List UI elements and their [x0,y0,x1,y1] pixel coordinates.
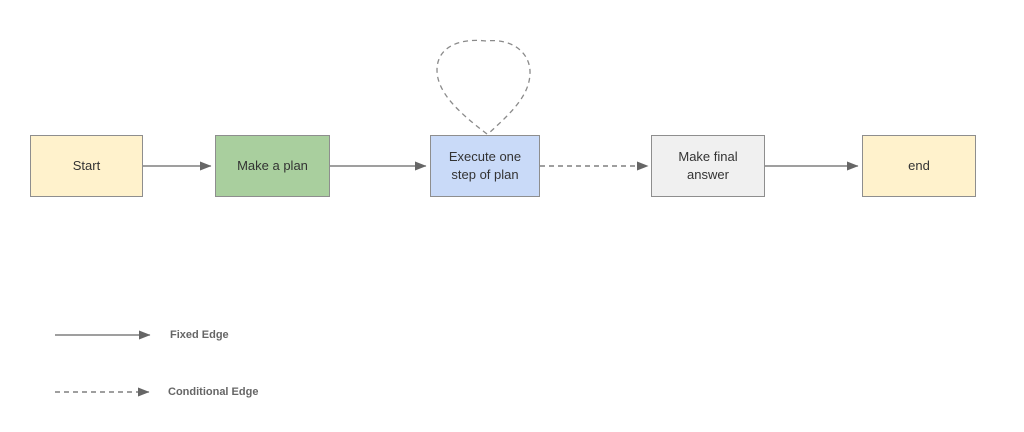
node-execute-one-step: Execute one step of plan [430,135,540,197]
node-make-a-plan: Make a plan [215,135,330,197]
node-end-label: end [908,158,930,173]
node-end: end [862,135,976,197]
node-make-final-answer: Make final answer [651,135,765,197]
node-start-label: Start [72,158,101,173]
node-make-final-answer-label: Make final answer [678,149,738,182]
node-make-a-plan-label: Make a plan [237,158,308,173]
node-start: Start [30,135,143,197]
node-execute-one-step-label: Execute one step of plan [448,149,522,182]
legend-fixed-edge-label: Fixed Edge [170,329,229,341]
legend-conditional-edge-label: Conditional Edge [168,386,259,398]
edge-execute-self-loop [436,39,531,135]
